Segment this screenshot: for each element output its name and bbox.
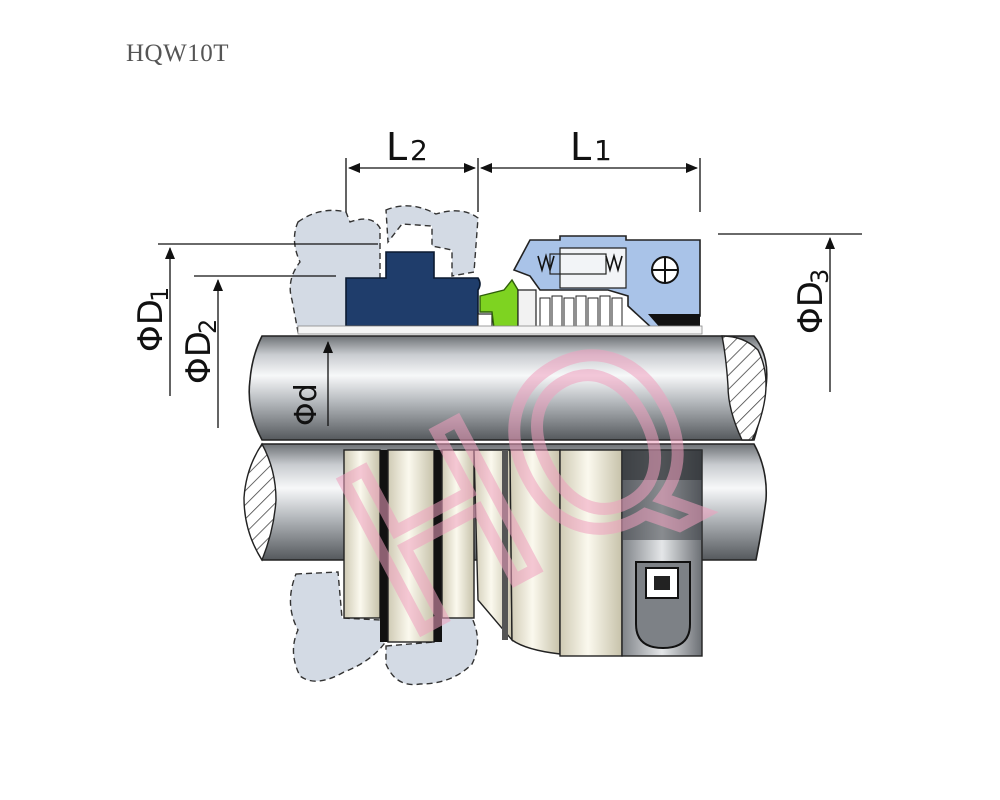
svg-text:ΦD: ΦD (179, 331, 219, 384)
set-screw-icon (651, 256, 679, 284)
seal-chamber-lower (289, 571, 479, 686)
svg-text:1: 1 (146, 287, 174, 302)
seal-exterior-view (343, 449, 703, 657)
stationary-seat (345, 251, 481, 327)
shaft-section-hatch-left (243, 442, 277, 562)
svg-text:1: 1 (594, 134, 612, 167)
dimension-L1: L 1 (480, 125, 701, 212)
svg-text:3: 3 (806, 269, 834, 284)
svg-text:Φd: Φd (289, 383, 324, 426)
svg-text:L: L (570, 125, 591, 169)
svg-text:L: L (386, 125, 407, 169)
bellows (539, 295, 623, 329)
svg-text:2: 2 (194, 319, 222, 334)
shaft-section-hatch-right (721, 335, 767, 441)
dimension-d: Φd (289, 341, 333, 426)
dimension-D3: ΦD 3 (718, 233, 862, 392)
svg-text:2: 2 (410, 134, 428, 167)
seal-cross-section (297, 235, 703, 335)
dimension-D2: ΦD 2 (179, 275, 336, 428)
dimension-L2: L 2 (345, 125, 479, 212)
spring (537, 253, 623, 273)
svg-text:ΦD: ΦD (131, 299, 171, 352)
dimension-D1: ΦD 1 (131, 243, 378, 396)
svg-text:ΦD: ΦD (791, 281, 831, 334)
page-title: HQW10T (126, 40, 229, 67)
